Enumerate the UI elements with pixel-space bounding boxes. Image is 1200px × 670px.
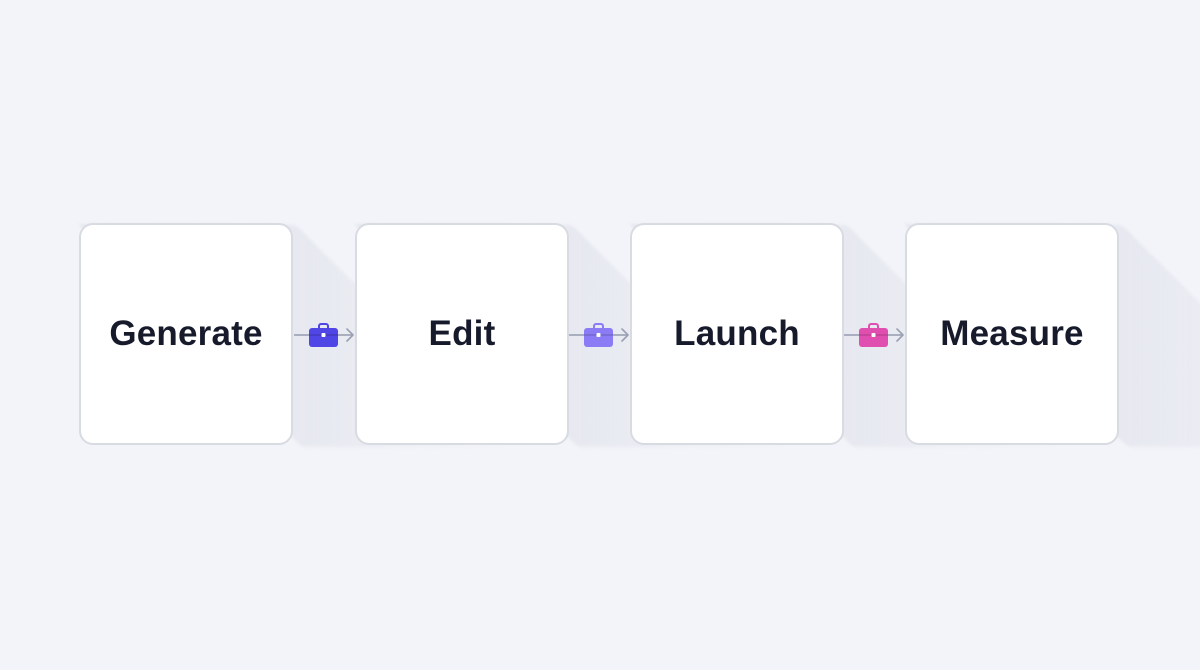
step-box-edit: Edit <box>355 223 569 445</box>
step-box-launch: Launch <box>630 223 844 445</box>
connector-arrow <box>294 322 356 350</box>
arrowhead-icon <box>346 328 354 342</box>
step-box-generate: Generate <box>79 223 293 445</box>
connector-arrow <box>569 322 631 350</box>
arrowhead-icon <box>896 328 904 342</box>
step-box-measure: Measure <box>905 223 1119 445</box>
arrowhead-icon <box>621 328 629 342</box>
step-label: Measure <box>940 314 1084 353</box>
step-label: Edit <box>428 314 496 353</box>
step-label: Launch <box>674 314 800 353</box>
briefcase-icon <box>584 323 613 347</box>
briefcase-icon <box>309 323 338 347</box>
briefcase-icon <box>859 323 888 347</box>
step-label: Generate <box>109 314 263 353</box>
connector-arrow <box>844 322 906 350</box>
